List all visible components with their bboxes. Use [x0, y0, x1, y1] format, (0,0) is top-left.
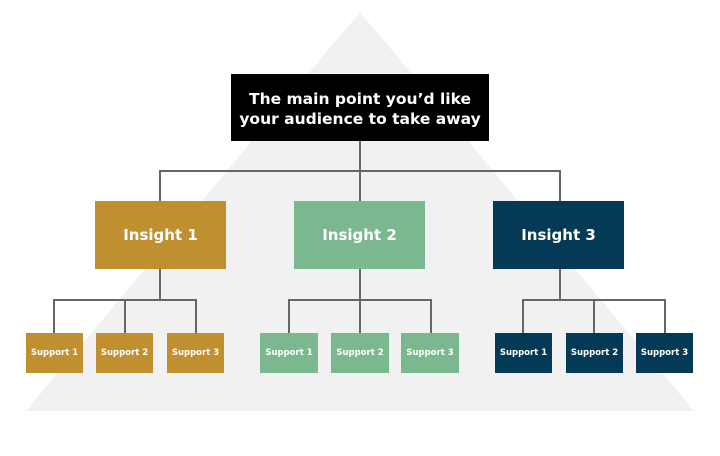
insight-2-support-1: Support 1 — [260, 333, 318, 373]
insight-2-box: Insight 2 — [294, 201, 425, 269]
connector-to-insight-1 — [159, 170, 161, 201]
insight-2-support-2: Support 2 — [331, 333, 389, 373]
insight-2-support-3: Support 3 — [401, 333, 459, 373]
connector-insight-3-support-2 — [593, 299, 595, 333]
insight-1-support-1: Support 1 — [26, 333, 83, 373]
insight-3-box: Insight 3 — [493, 201, 624, 269]
main-point-line-1: The main point you’d like — [249, 89, 471, 108]
connector-insight-3-support-3 — [664, 299, 666, 333]
insight-1-box: Insight 1 — [95, 201, 226, 269]
insight-1-support-2: Support 2 — [96, 333, 153, 373]
main-point-line-2: your audience to take away — [239, 109, 481, 128]
connector-insight-3-support-1 — [522, 299, 524, 333]
connector-to-insight-3 — [559, 170, 561, 201]
insight-3-support-1: Support 1 — [495, 333, 552, 373]
connector-insight-3-down — [559, 269, 561, 300]
connector-insight-2-down — [359, 269, 361, 333]
connector-insight-1-support-1 — [53, 299, 55, 333]
main-point-box: The main point you’d like your audience … — [231, 74, 489, 141]
connector-insight-1-down — [159, 269, 161, 300]
insight-3-support-3: Support 3 — [636, 333, 693, 373]
insight-1-support-3: Support 3 — [167, 333, 224, 373]
connector-insight-1-support-3 — [195, 299, 197, 333]
connector-insight-2-horizontal — [288, 299, 432, 301]
connector-main-horizontal — [159, 170, 561, 172]
connector-insight-1-support-2 — [124, 299, 126, 333]
connector-insight-2-support-1 — [288, 299, 290, 333]
connector-insight-2-support-3 — [430, 299, 432, 333]
insight-3-support-2: Support 2 — [566, 333, 623, 373]
